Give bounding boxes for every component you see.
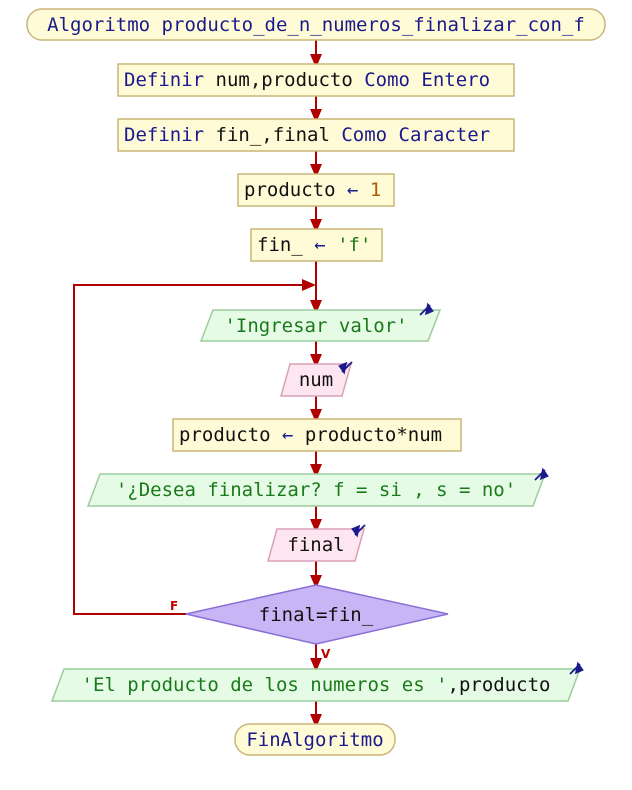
output-text: '¿Desea finalizar? f = si , s = no' (116, 479, 516, 501)
define-fin-final: Definir fin_,final Como Caracter (117, 118, 515, 152)
true-label: V (321, 647, 331, 661)
svg-text:Definir num,producto Como Ente: Definir num,producto Como Entero (124, 69, 490, 91)
output-arrow-icon (569, 661, 584, 675)
decision-final-equals-fin: final=fin_ F V (170, 584, 449, 661)
output-var: ,producto (448, 674, 551, 696)
define-num-producto: Definir num,producto Como Entero (117, 63, 515, 97)
input-arrow-icon (351, 524, 366, 538)
input-arrow-icon (338, 361, 353, 375)
define-type: Como Caracter (341, 124, 490, 146)
output-ingresar-valor: 'Ingresar valor' (199, 302, 442, 342)
end-label: FinAlgoritmo (246, 729, 383, 751)
decision-text: final=fin_ (259, 604, 374, 626)
output-desea-finalizar: '¿Desea finalizar? f = si , s = no' (86, 467, 549, 507)
assign-producto-1: producto ← 1 (237, 173, 395, 207)
output-string: 'El producto de los numeros es ' (82, 674, 448, 696)
define-vars: fin_,final (204, 124, 341, 146)
assign-arrow: ← (282, 424, 293, 446)
assign-fin-f: fin_ ← 'f' (250, 228, 383, 262)
svg-text:producto ← 1: producto ← 1 (244, 179, 381, 201)
define-type: Como Entero (364, 69, 490, 91)
input-text: num (299, 369, 333, 391)
false-label: F (170, 599, 178, 613)
output-text: 'Ingresar valor' (224, 315, 407, 337)
input-text: final (287, 534, 344, 556)
assign-arrow: ← (314, 234, 325, 256)
assign-arrow: ← (347, 179, 358, 201)
svg-text:'El producto de los numeros es: 'El producto de los numeros es ',product… (82, 674, 551, 696)
svg-text:producto ← producto*num: producto ← producto*num (179, 424, 442, 446)
define-keyword: Definir (124, 69, 204, 91)
output-arrow-icon (534, 467, 549, 481)
output-resultado: 'El producto de los numeros es ',product… (50, 661, 584, 702)
define-vars: num,producto (204, 69, 364, 91)
input-num: num (280, 361, 353, 397)
start-terminal: Algoritmo producto_de_n_numeros_finaliza… (26, 8, 606, 41)
svg-text:Definir fin_,final Como Caract: Definir fin_,final Como Caracter (124, 124, 490, 146)
end-terminal: FinAlgoritmo (234, 723, 396, 756)
assign-producto-multiply: producto ← producto*num (172, 418, 462, 452)
define-keyword: Definir (124, 124, 204, 146)
svg-text:fin_ ← 'f': fin_ ← 'f' (257, 234, 371, 256)
output-arrow-icon (419, 302, 434, 316)
connectors (73, 40, 322, 728)
input-final: final (267, 524, 366, 562)
start-label: Algoritmo producto_de_n_numeros_finaliza… (47, 14, 585, 36)
